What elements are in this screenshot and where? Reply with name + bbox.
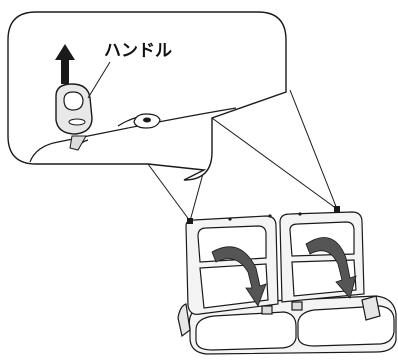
- rear-seat-illustration: [178, 212, 396, 354]
- handle-label: ハンドル: [104, 36, 172, 61]
- latch-button-icon: [134, 114, 160, 128]
